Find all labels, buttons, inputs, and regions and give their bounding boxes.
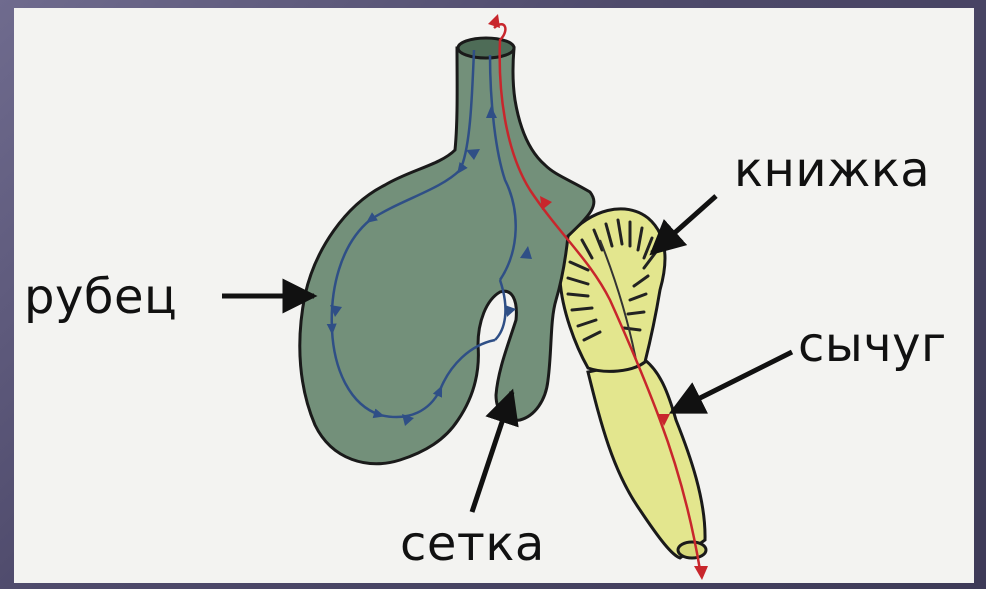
abomasum-arrow [672, 352, 792, 412]
reticulum-arrow [472, 392, 512, 512]
abomasum-label: сычуг [798, 317, 947, 373]
abomasum-opening [678, 542, 706, 558]
diagram-panel: рубец сетка книжка сычуг [14, 8, 974, 583]
omasum-shape [559, 209, 665, 372]
reticulum-label: сетка [400, 516, 545, 572]
ruminant-stomach-diagram: рубец сетка книжка сычуг [14, 8, 974, 583]
abomasum-shape [588, 360, 705, 558]
rumen-label: рубец [24, 269, 177, 325]
omasum-arrow [652, 196, 716, 253]
esophagus-opening [458, 38, 514, 58]
omasum-label: книжка [734, 142, 930, 198]
